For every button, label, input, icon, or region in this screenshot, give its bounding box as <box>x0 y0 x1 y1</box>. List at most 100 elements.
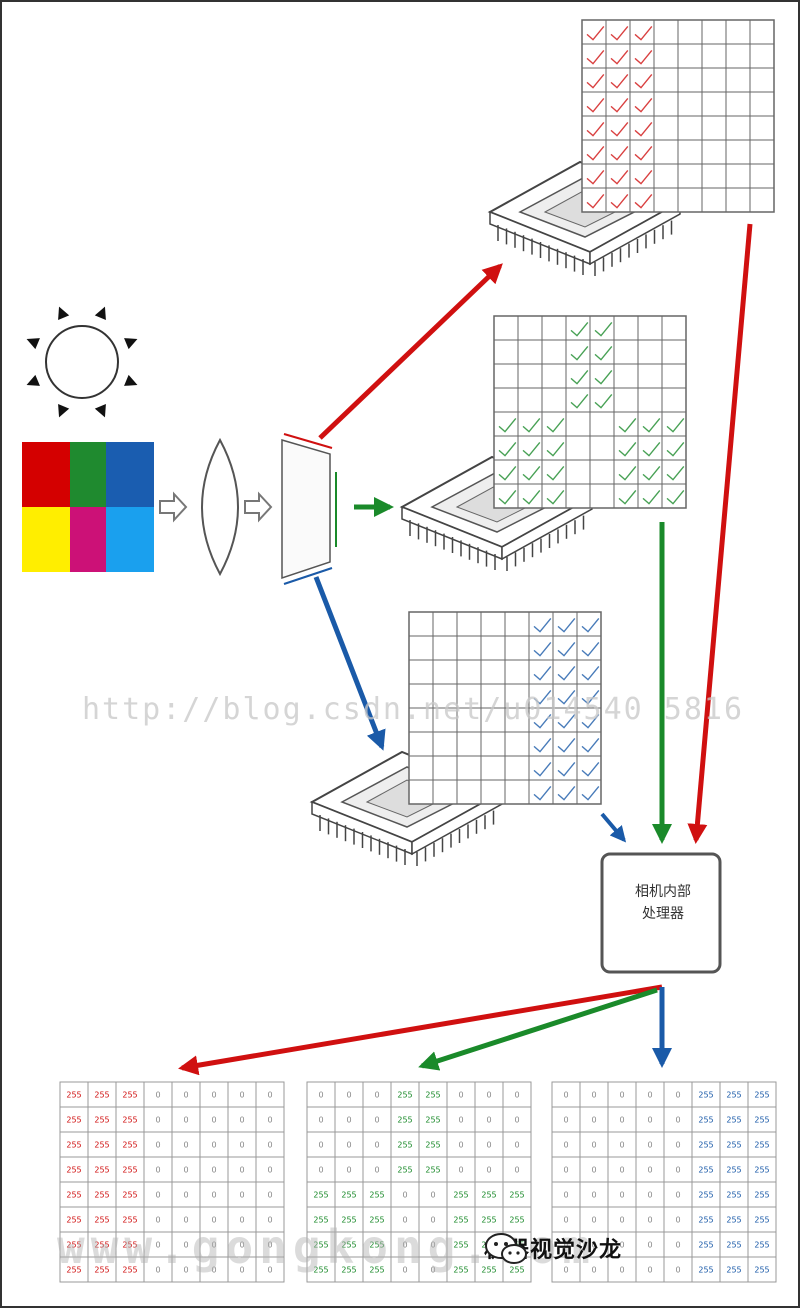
value-cell <box>719 1181 749 1208</box>
value-cell <box>306 1206 336 1233</box>
value-text: 255 <box>66 1091 81 1100</box>
sun-ray <box>94 404 106 418</box>
value-cell <box>199 1106 229 1133</box>
value-text: 0 <box>267 1166 272 1175</box>
value-text: 0 <box>458 1141 463 1150</box>
value-cell <box>362 1081 392 1108</box>
value-cell <box>115 1106 145 1133</box>
value-text: 0 <box>591 1216 596 1225</box>
value-text: 255 <box>369 1216 384 1225</box>
value-cell <box>59 1131 89 1158</box>
value-text: 255 <box>94 1116 109 1125</box>
filter-mark <box>581 666 600 681</box>
value-cell <box>227 1231 257 1258</box>
filter-mark <box>586 26 605 41</box>
value-text: 0 <box>183 1116 188 1125</box>
chip-side <box>501 495 593 561</box>
sun-ray <box>58 404 70 418</box>
filter-mark <box>666 490 685 505</box>
value-cell <box>306 1181 336 1208</box>
value-cell <box>143 1156 173 1183</box>
value-cell <box>199 1181 229 1208</box>
filter-mark <box>557 762 576 777</box>
value-text: 255 <box>754 1091 769 1100</box>
value-text: 0 <box>239 1241 244 1250</box>
value-text: 0 <box>647 1141 652 1150</box>
value-cell <box>306 1256 336 1283</box>
filter-mark <box>594 394 613 409</box>
filter-mark <box>522 442 541 457</box>
swatch-cell <box>70 442 106 507</box>
value-text: 0 <box>619 1216 624 1225</box>
value-text: 0 <box>346 1091 351 1100</box>
value-cell <box>446 1131 476 1158</box>
value-text: 255 <box>94 1141 109 1150</box>
camera-processor-box <box>600 852 722 974</box>
value-cell <box>115 1081 145 1108</box>
value-cell <box>334 1231 364 1258</box>
filter-mark <box>610 26 629 41</box>
value-text: 255 <box>453 1216 468 1225</box>
value-text: 255 <box>122 1141 137 1150</box>
value-text: 0 <box>183 1191 188 1200</box>
value-cell <box>551 1256 581 1283</box>
value-text: 255 <box>369 1266 384 1275</box>
value-cell <box>446 1156 476 1183</box>
filter-mark <box>594 322 613 337</box>
processor-label: 相机内部 处理器 <box>608 882 718 926</box>
value-text: 0 <box>514 1116 519 1125</box>
value-text: 0 <box>619 1091 624 1100</box>
value-text: 0 <box>591 1166 596 1175</box>
value-text: 255 <box>754 1241 769 1250</box>
grid-cell <box>576 779 602 805</box>
filter-mark <box>618 490 637 505</box>
value-cell <box>255 1131 285 1158</box>
value-cell <box>607 1106 637 1133</box>
filter-mark <box>533 690 552 705</box>
filter-mark <box>533 738 552 753</box>
value-text: 255 <box>94 1241 109 1250</box>
filter-mark <box>666 418 685 433</box>
filter-mark <box>634 122 653 137</box>
value-text: 255 <box>698 1091 713 1100</box>
value-text: 0 <box>486 1116 491 1125</box>
scene-color-swatch <box>22 442 154 572</box>
value-text: 255 <box>481 1266 496 1275</box>
value-text: 0 <box>514 1166 519 1175</box>
value-cell <box>691 1256 721 1283</box>
value-text: 255 <box>726 1266 741 1275</box>
value-text: 255 <box>509 1216 524 1225</box>
value-cell <box>446 1256 476 1283</box>
value-cell <box>171 1131 201 1158</box>
filter-mark <box>586 50 605 65</box>
value-text: 0 <box>402 1241 407 1250</box>
value-cell <box>59 1256 89 1283</box>
filter-mark <box>581 738 600 753</box>
value-text: 0 <box>675 1266 680 1275</box>
filter-mark <box>586 146 605 161</box>
sun-disc <box>45 325 119 399</box>
value-cell <box>171 1256 201 1283</box>
blue-signal-arrow <box>600 812 627 843</box>
filter-mark <box>610 50 629 65</box>
value-text: 0 <box>486 1166 491 1175</box>
value-text: 255 <box>726 1091 741 1100</box>
value-cell <box>663 1131 693 1158</box>
value-text: 0 <box>619 1266 624 1275</box>
red-filter-grid <box>581 19 775 213</box>
value-text: 0 <box>563 1216 568 1225</box>
filter-mark <box>557 714 576 729</box>
grid-cell <box>661 483 687 509</box>
value-cell <box>59 1181 89 1208</box>
value-cell <box>502 1156 532 1183</box>
value-text: 0 <box>591 1116 596 1125</box>
value-text: 0 <box>318 1166 323 1175</box>
value-cell <box>390 1181 420 1208</box>
filter-mark <box>586 98 605 113</box>
value-cell <box>691 1106 721 1133</box>
value-cell <box>115 1256 145 1283</box>
value-text: 255 <box>122 1266 137 1275</box>
filter-mark <box>581 618 600 633</box>
value-text: 255 <box>726 1241 741 1250</box>
